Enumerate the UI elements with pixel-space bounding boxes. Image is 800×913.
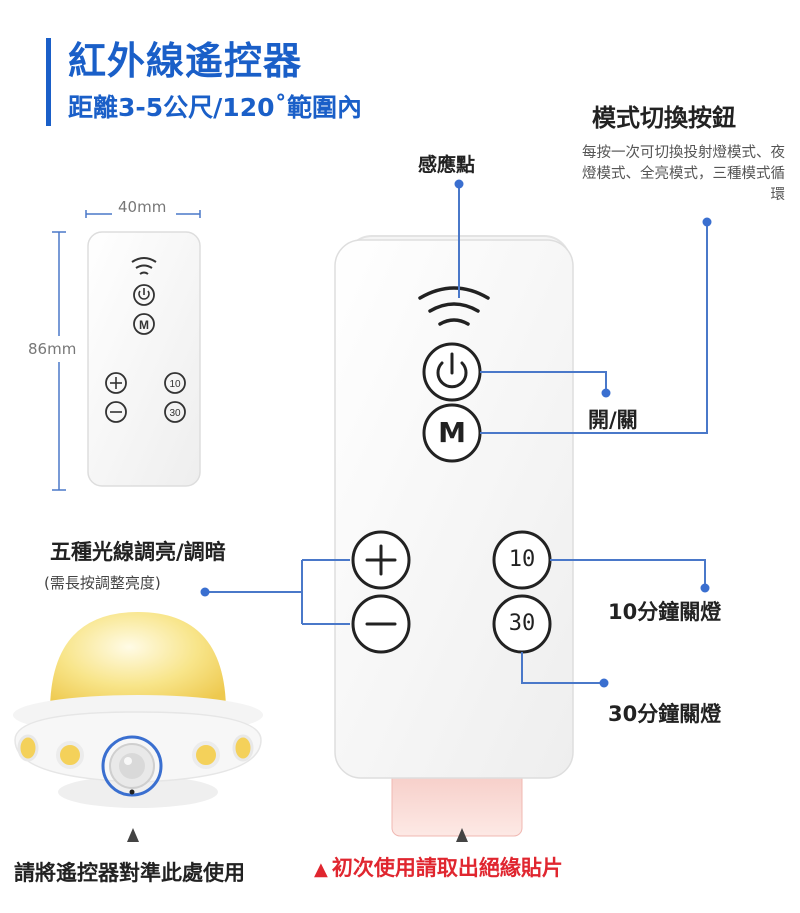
tab-pointer-arrow bbox=[456, 828, 468, 842]
timer-10-label: 10分鐘關燈 bbox=[608, 600, 722, 624]
page-title: 紅外線遙控器 bbox=[68, 39, 303, 83]
callout-lines bbox=[205, 184, 708, 684]
mode-switch-title: 模式切換按鈕 bbox=[592, 104, 736, 132]
power-label: 開/關 bbox=[588, 408, 638, 432]
height-dimension: 86mm bbox=[28, 340, 77, 358]
brightness-note: (需長按調整亮度) bbox=[44, 574, 161, 592]
aim-instruction: 請將遙控器對準此處使用 bbox=[14, 861, 245, 885]
mode-button: M bbox=[438, 416, 466, 449]
small-remote: M 10 30 bbox=[52, 210, 201, 491]
callout-dots bbox=[200, 179, 712, 688]
lamp-illustration bbox=[13, 612, 263, 808]
svg-text:M: M bbox=[139, 318, 149, 332]
sensor-label: 感應點 bbox=[418, 154, 476, 176]
timer-30-button: 30 bbox=[508, 611, 536, 636]
range-subtitle: 距離3-5公尺/120˚範圍內 bbox=[68, 93, 362, 122]
large-remote bbox=[334, 235, 574, 837]
accent-bar bbox=[46, 38, 51, 126]
mode-switch-description: 每按一次可切換投射燈模式、夜燈模式、全亮模式，三種模式循環 bbox=[582, 145, 785, 203]
warning-icon: ▲ bbox=[314, 859, 328, 880]
warning-notice: ▲初次使用請取出絕緣貼片 bbox=[314, 852, 563, 882]
svg-text:30: 30 bbox=[169, 408, 181, 419]
timer-10-button: 10 bbox=[508, 547, 536, 572]
svg-text:10: 10 bbox=[169, 379, 181, 390]
timer-30-label: 30分鐘關燈 bbox=[608, 702, 722, 726]
warning-text: 初次使用請取出絕緣貼片 bbox=[331, 856, 563, 880]
brightness-label: 五種光線調亮/調暗 bbox=[50, 540, 226, 564]
lamp-pointer-arrow bbox=[127, 828, 139, 842]
width-dimension: 40mm bbox=[118, 198, 167, 216]
